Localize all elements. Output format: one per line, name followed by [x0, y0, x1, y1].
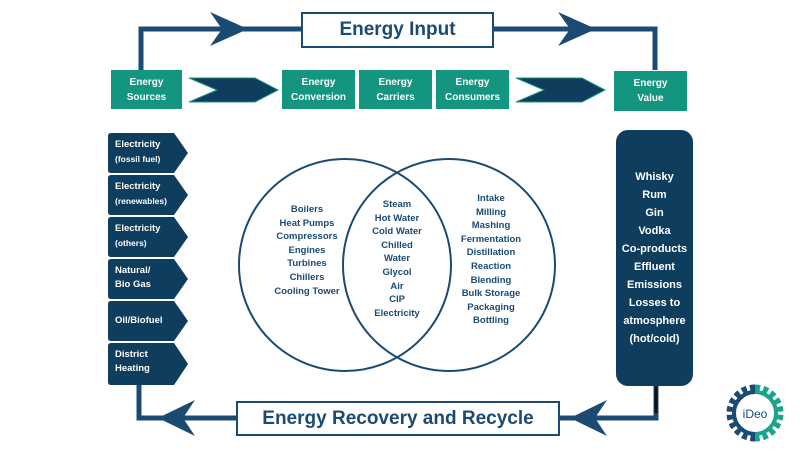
consumer-item: Mashing [471, 220, 511, 232]
source-sublabel: (others) [115, 238, 147, 248]
consumer-item: Packaging [467, 301, 515, 313]
output-item: Co-products [621, 243, 688, 255]
source-label: Electricity [115, 223, 161, 234]
source-label: Electricity [115, 181, 161, 192]
stage-line2: Sources [126, 91, 167, 103]
source-tag-natural-bio-gas: Natural/Bio Gas [108, 259, 188, 299]
arrowhead-left-2 [158, 400, 195, 436]
energy-recovery-title: Energy Recovery and Recycle [236, 401, 560, 436]
carrier-item: Chilled [381, 239, 413, 251]
source-sublabel: Bio Gas [115, 279, 151, 290]
arrowhead-left-1 [570, 400, 607, 436]
source-tag-electricity-others: Electricity (others) [108, 217, 188, 257]
carrier-item: Air [390, 280, 404, 292]
consumer-item: Blending [470, 274, 512, 286]
consumer-item: Reaction [470, 260, 512, 272]
stage-line2: Conversion [290, 91, 346, 103]
source-label: Natural/ [115, 265, 151, 276]
stage-line1: Energy [378, 76, 413, 88]
output-item: Rum [642, 189, 667, 201]
source-tag-oil-biofuel: Oil/Biofuel [108, 301, 188, 341]
source-sublabel: (fossil fuel) [115, 154, 161, 164]
source-tag-electricity-fossil: Electricity (fossil fuel) [108, 133, 188, 173]
stage-line1: Energy [301, 76, 336, 88]
chevron-arrow-2 [515, 77, 607, 103]
source-sublabel: (renewables) [115, 196, 167, 206]
output-item: Effluent [634, 261, 675, 273]
output-item: Vodka [638, 225, 671, 237]
ideo-logo: iDeo [726, 384, 784, 442]
output-item: Whisky [635, 171, 674, 183]
energy-input-title: Energy Input [301, 12, 494, 48]
output-item: Gin [645, 207, 664, 219]
chevron-arrow-1 [188, 77, 280, 103]
gear-icon: iDeo [726, 384, 784, 442]
stage-line1: Energy [633, 78, 668, 89]
carrier-item: Hot Water [374, 212, 420, 224]
consumer-item: Distillation [466, 247, 516, 259]
logo-text: iDeo [743, 407, 768, 421]
conversion-item: Cooling Tower [274, 285, 340, 297]
conversion-item: Engines [288, 244, 326, 256]
output-item: Losses to [628, 297, 681, 309]
output-item: atmosphere [623, 315, 686, 327]
stage-line2: Value [637, 93, 664, 104]
consumer-item: Milling [475, 206, 507, 218]
conversion-item: Heat Pumps [279, 217, 335, 229]
carrier-item: Water [383, 253, 411, 265]
conversion-item: Turbines [287, 258, 327, 270]
output-item: (hot/cold) [629, 333, 680, 345]
conversion-item: Boilers [290, 204, 324, 215]
consumer-item: Intake [477, 193, 505, 204]
source-label: Oil/Biofuel [115, 315, 163, 326]
stage-line1: Energy [455, 76, 490, 88]
consumer-item: Bulk Storage [461, 288, 521, 300]
output-item: Emissions [626, 279, 683, 291]
consumer-item: Bottling [473, 315, 509, 327]
conversion-item: Compressors [276, 231, 338, 243]
source-label: Electricity [115, 139, 161, 150]
conversion-item: Chillers [289, 271, 325, 283]
carrier-item: Steam [382, 199, 412, 210]
venn-circle-consumers [342, 158, 556, 372]
stage-line2: Consumers [444, 91, 500, 103]
source-tag-electricity-renewables: Electricity (renewables) [108, 175, 188, 215]
energy-recovery-label: Energy Recovery and Recycle [262, 407, 534, 429]
arrowhead-right-1 [210, 12, 248, 46]
venn-circle-conversion [238, 158, 452, 372]
carrier-item: Glycol [382, 266, 412, 278]
stage-line2: Carriers [376, 91, 415, 103]
consumer-item: Fermentation [460, 233, 522, 245]
source-label: District [115, 349, 148, 360]
carrier-item: Electricity [374, 307, 420, 319]
carrier-item: CIP [389, 294, 405, 306]
source-sublabel: Heating [115, 363, 150, 374]
energy-input-label: Energy Input [339, 19, 456, 40]
arrowhead-right-2 [558, 12, 596, 46]
carrier-item: Cold Water [372, 226, 422, 238]
stage-line1: Energy [129, 76, 164, 88]
